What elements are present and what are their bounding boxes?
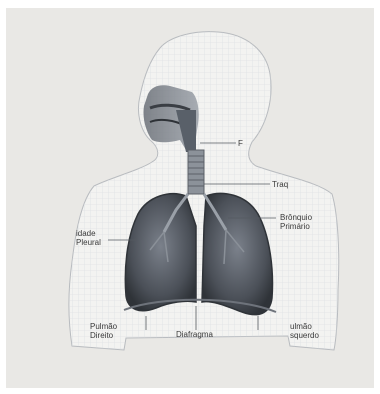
label-cavidade-pleural: idade Pleural (76, 229, 101, 247)
label-pulmao-direito-line1: Pulmão (90, 322, 117, 331)
label-cavidade-line2: Pleural (76, 238, 101, 247)
label-cavidade-line1: idade (76, 229, 101, 238)
label-bronquio-line1: Brônquio (280, 213, 312, 222)
label-pulmao-direito-line2: Direito (90, 331, 117, 340)
label-pulmao-esquerdo-line2: squerdo (290, 331, 319, 340)
trachea-illustration (188, 150, 204, 194)
label-traqueia: Traq (272, 180, 288, 189)
label-diafragma: Diafragma (176, 330, 213, 339)
label-pulmao-esquerdo: ulmão squerdo (290, 322, 319, 340)
label-pulmao-esquerdo-line1: ulmão (290, 322, 319, 331)
label-faringe: F (238, 139, 243, 148)
label-pulmao-direito: Pulmão Direito (90, 322, 117, 340)
label-bronquio-line2: Primário (280, 222, 312, 231)
label-bronquio-primario: Brônquio Primário (280, 213, 312, 231)
